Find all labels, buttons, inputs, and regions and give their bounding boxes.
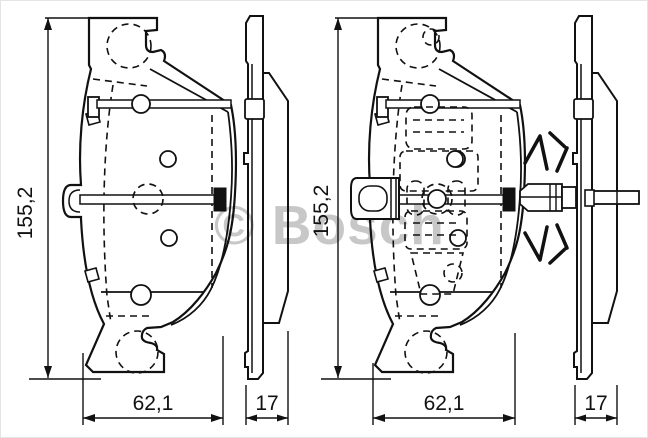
height-dimension-label-2: 155,2	[310, 185, 333, 238]
height-dimension-label-1: 155,2	[14, 187, 37, 240]
wear-sensor-assembly	[399, 28, 479, 295]
dimension-width-pad2: 62,1	[372, 333, 516, 425]
pad2-side-view	[519, 15, 640, 380]
spring-clip	[523, 131, 569, 265]
dimension-height-pad2: 155,2	[310, 17, 391, 380]
pad2-front-view	[350, 16, 527, 375]
wear-sensor-plug	[350, 177, 400, 220]
thickness-dimension-label-1: 17	[255, 392, 278, 415]
pad1-front-view	[61, 16, 238, 375]
dimension-height-pad1: 155,2	[14, 17, 101, 380]
thickness-dimension-label-2: 17	[584, 392, 607, 415]
sensor-plug-side	[519, 183, 595, 212]
dimension-width-pad1: 62,1	[82, 336, 224, 425]
width-dimension-label-2: 62,1	[424, 392, 465, 415]
dimension-thickness-pad2: 17	[574, 385, 618, 425]
dimension-thickness-pad1: 17	[245, 331, 289, 425]
width-dimension-label-1: 62,1	[133, 392, 174, 415]
sensor-terminal-tab	[591, 190, 640, 205]
